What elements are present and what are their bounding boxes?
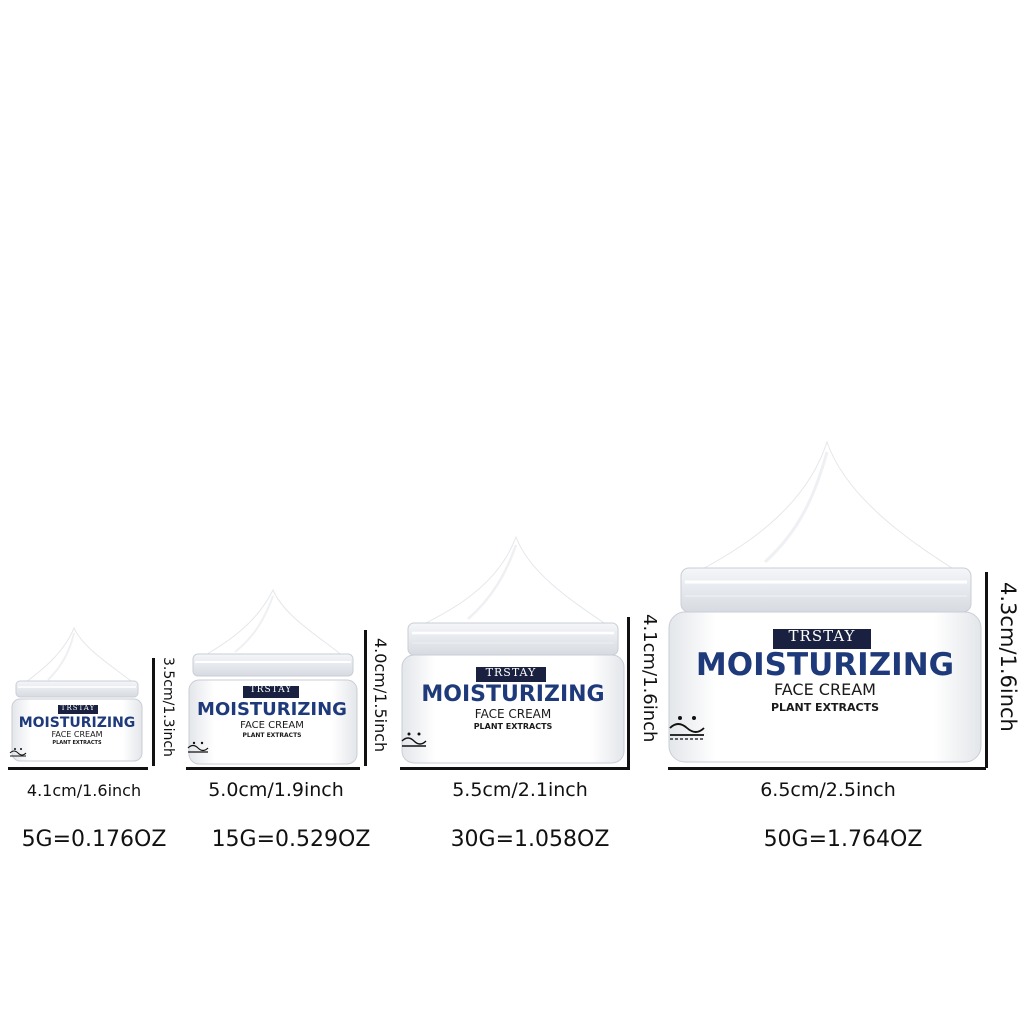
jar-30g-body-graphic [401,535,625,764]
jar-30g: TRSTAY MOISTURIZING FACE CREAM PLANT EXT… [398,535,628,767]
height-line-15g [364,630,367,766]
width-line-50g [668,767,986,770]
jar-5g-brand: TRSTAY [58,705,98,714]
weight-label-30g: 30G=1.058OZ [450,827,610,852]
jar-15g-extract: PLANT EXTRACTS [242,732,302,739]
jar-30g-extract: PLANT EXTRACTS [473,722,553,731]
height-label-15g: 4.0cm/1.5inch [371,638,390,753]
height-line-5g [152,658,155,766]
jar-50g-subtitle: FACE CREAM [774,680,876,699]
jar-15g-title: MOISTURIZING [197,699,347,720]
jar-30g-brand: TRSTAY [476,667,546,682]
height-label-50g: 4.3cm/1.6inch [996,582,1020,732]
height-label-30g: 4.1cm/1.6inch [639,614,660,743]
jar-30g-title: MOISTURIZING [421,682,605,707]
jar-50g: TRSTAY MOISTURIZING FACE CREAM PLANT EXT… [665,440,985,767]
jar-15g: TRSTAY MOISTURIZING FACE CREAM PLANT EXT… [185,588,359,766]
height-label-5g: 3.5cm/1.3inch [160,657,176,757]
weight-label-50g: 50G=1.764OZ [763,827,923,852]
jar-5g-body-graphic [11,626,143,762]
jar-15g-body-graphic [188,588,358,765]
weight-label-5g: 5G=0.176OZ [21,827,167,852]
jar-50g-title: MOISTURIZING [695,647,955,683]
width-label-15g: 5.0cm/1.9inch [208,779,344,801]
height-line-50g [985,572,988,768]
width-label-5g: 4.1cm/1.6inch [26,781,142,800]
jar-15g-brand: TRSTAY [243,686,299,698]
jar-50g-body-graphic [668,440,982,763]
jar-50g-brand: TRSTAY [773,629,871,649]
jar-5g-extract: PLANT EXTRACTS [52,740,102,746]
height-line-30g [627,617,630,767]
width-label-50g: 6.5cm/2.5inch [760,779,896,801]
jar-50g-extract: PLANT EXTRACTS [770,701,880,714]
weight-label-15g: 15G=0.529OZ [211,827,371,852]
jar-5g-subtitle: FACE CREAM [51,730,103,739]
jar-5g-title: MOISTURIZING [18,715,136,731]
width-label-30g: 5.5cm/2.1inch [452,779,588,801]
width-line-5g [8,767,148,770]
jar-30g-subtitle: FACE CREAM [474,707,552,721]
width-line-15g [186,767,360,770]
width-line-30g [400,767,630,770]
jar-5g: TRSTAY MOISTURIZING FACE CREAM PLANT EXT… [8,625,146,765]
jar-15g-subtitle: FACE CREAM [240,720,304,731]
